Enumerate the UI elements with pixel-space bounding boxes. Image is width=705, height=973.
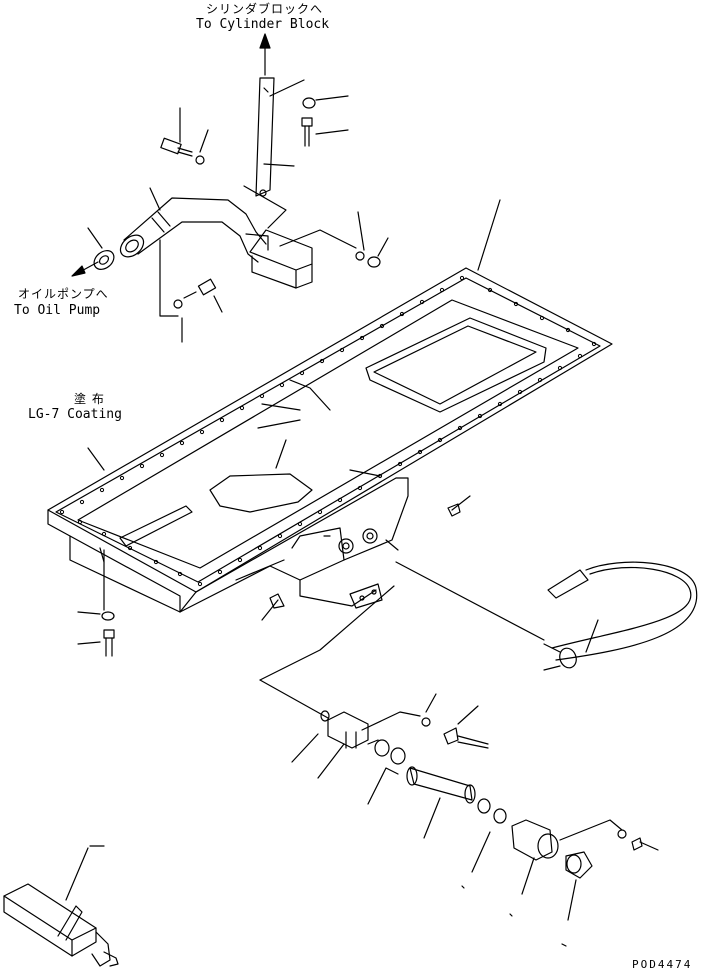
- coating-label: LG-7 Coating: [28, 407, 122, 422]
- leader-lines-lower: [291, 693, 577, 947]
- to-oil-pump-jp-label: オイルポンプへ: [18, 287, 109, 301]
- washer-top-left: [195, 155, 205, 165]
- breather-plug: [269, 593, 285, 609]
- arrow-to-cylinder-block-icon: [259, 33, 271, 76]
- washer-mid-left: [173, 299, 183, 309]
- to-oil-pump-label: To Oil Pump: [14, 303, 101, 318]
- level-gauge-cable: [543, 561, 698, 671]
- oil-suction-tube: [119, 197, 313, 289]
- to-cylinder-block-label: To Cylinder Block: [196, 17, 330, 32]
- drain-valve-assembly: [259, 585, 659, 879]
- drain-plug-small: [447, 503, 461, 517]
- drawing-code: POD4474: [632, 958, 693, 971]
- flange-bolt-holes: [59, 275, 597, 587]
- leader-lines-top: [87, 79, 389, 343]
- nut-top-right: [302, 97, 316, 109]
- gasket-flange: [93, 250, 115, 270]
- bolt-top-left: [160, 137, 193, 157]
- leader-lines-pan: [87, 199, 545, 641]
- pan-bolt-left: [77, 611, 115, 657]
- washer-right: [355, 251, 365, 261]
- to-cylinder-block-jp-label: シリンダブロックへ: [206, 2, 324, 16]
- mounting-bracket: [255, 77, 275, 197]
- bolt-mid-left: [183, 278, 217, 299]
- oil-pan: [47, 267, 613, 613]
- tool-handle: [3, 845, 119, 967]
- coating-jp-label: 塗 布: [74, 392, 105, 406]
- bolt-top-right: [301, 117, 313, 147]
- nut-right: [367, 256, 381, 268]
